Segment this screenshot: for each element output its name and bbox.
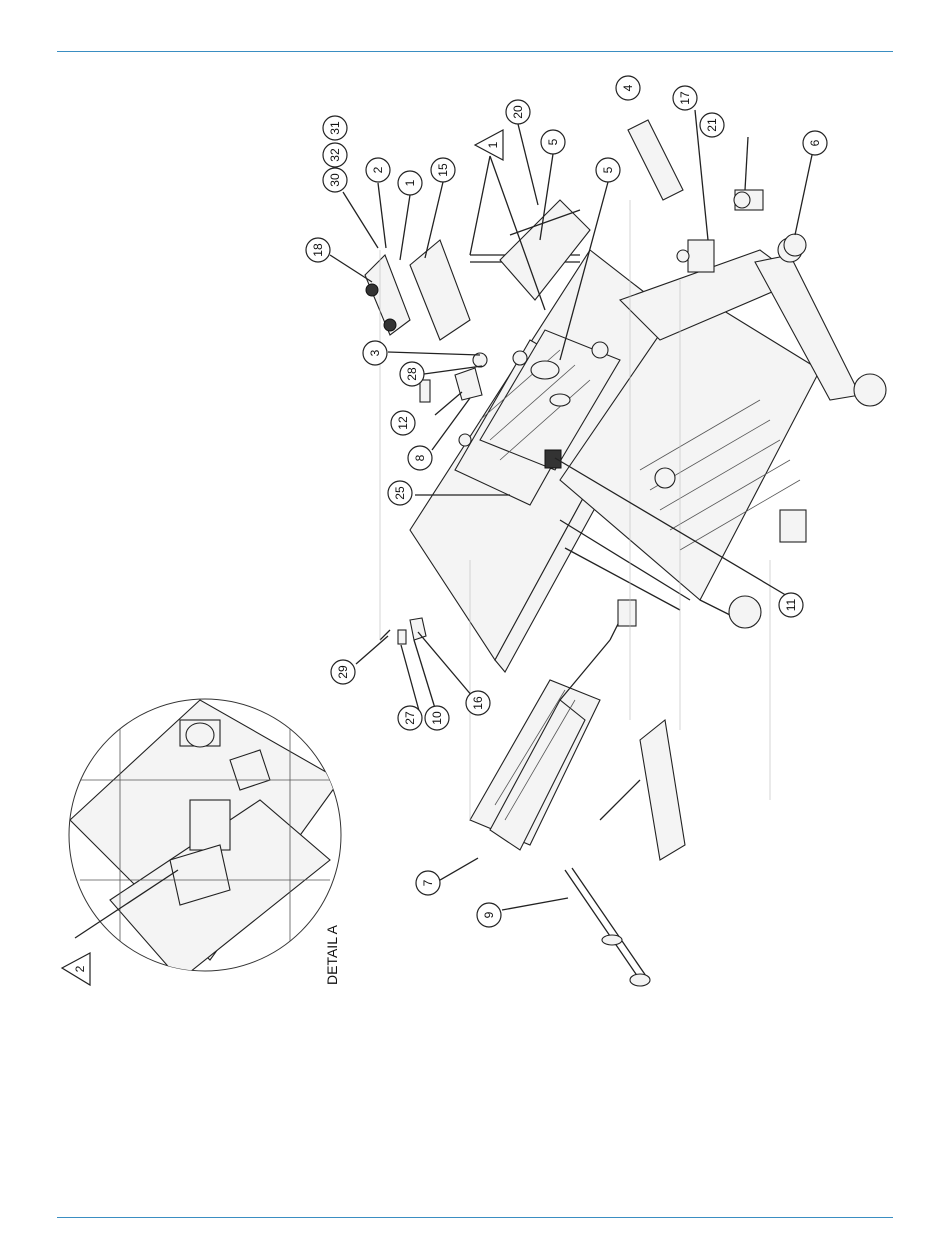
detail-a-label: DETAIL A <box>324 924 340 985</box>
svg-text:5: 5 <box>601 166 615 173</box>
callout-31: 31 <box>323 116 347 140</box>
svg-text:12: 12 <box>396 416 410 430</box>
callout-9: 9 <box>477 903 501 927</box>
svg-text:18: 18 <box>311 243 325 257</box>
svg-text:20: 20 <box>511 105 525 119</box>
callout-5-b: 5 <box>596 158 620 182</box>
svg-text:3: 3 <box>368 349 382 356</box>
callout-21: 21 <box>700 113 724 137</box>
svg-text:5: 5 <box>546 138 560 145</box>
svg-text:29: 29 <box>336 665 350 679</box>
svg-text:8: 8 <box>413 454 427 461</box>
svg-text:7: 7 <box>421 879 435 886</box>
svg-text:2: 2 <box>371 166 385 173</box>
callout-27: 27 <box>398 706 422 730</box>
svg-text:1: 1 <box>403 179 417 186</box>
svg-text:15: 15 <box>436 163 450 177</box>
callout-4: 4 <box>616 76 640 100</box>
revision-flag-2: 2 <box>62 953 90 985</box>
callout-7: 7 <box>416 871 440 895</box>
svg-text:9: 9 <box>482 911 496 918</box>
callout-20: 20 <box>506 100 530 124</box>
callout-1: 1 <box>398 171 422 195</box>
callout-2: 2 <box>366 158 390 182</box>
svg-text:1: 1 <box>486 141 500 148</box>
callout-8: 8 <box>408 446 432 470</box>
svg-text:30: 30 <box>328 173 342 187</box>
callout-32: 32 <box>323 143 347 167</box>
callout-25: 25 <box>388 481 412 505</box>
svg-text:32: 32 <box>328 148 342 162</box>
revision-flag-1: 1 <box>475 130 503 160</box>
callout-16: 16 <box>466 691 490 715</box>
svg-text:27: 27 <box>403 711 417 725</box>
callout-10: 10 <box>425 706 449 730</box>
callout-15: 15 <box>431 158 455 182</box>
callout-6: 6 <box>803 131 827 155</box>
svg-text:4: 4 <box>621 84 635 91</box>
svg-text:16: 16 <box>471 696 485 710</box>
svg-text:6: 6 <box>808 139 822 146</box>
callout-29: 29 <box>331 660 355 684</box>
callout-28: 28 <box>400 362 424 386</box>
svg-text:2: 2 <box>73 965 87 972</box>
svg-text:25: 25 <box>393 486 407 500</box>
callout-30: 30 <box>323 168 347 192</box>
callout-5-a: 5 <box>541 130 565 154</box>
svg-text:10: 10 <box>430 711 444 725</box>
callout-11: 11 <box>779 593 803 617</box>
svg-text:28: 28 <box>405 367 419 381</box>
svg-text:11: 11 <box>784 598 798 611</box>
callout-18: 18 <box>306 238 330 262</box>
callout-17: 17 <box>673 86 697 110</box>
callout-3: 3 <box>363 341 387 365</box>
svg-text:21: 21 <box>705 118 719 132</box>
callout-12: 12 <box>391 411 415 435</box>
detail-a-view <box>69 699 341 980</box>
svg-text:17: 17 <box>678 91 692 105</box>
svg-text:31: 31 <box>328 121 342 135</box>
